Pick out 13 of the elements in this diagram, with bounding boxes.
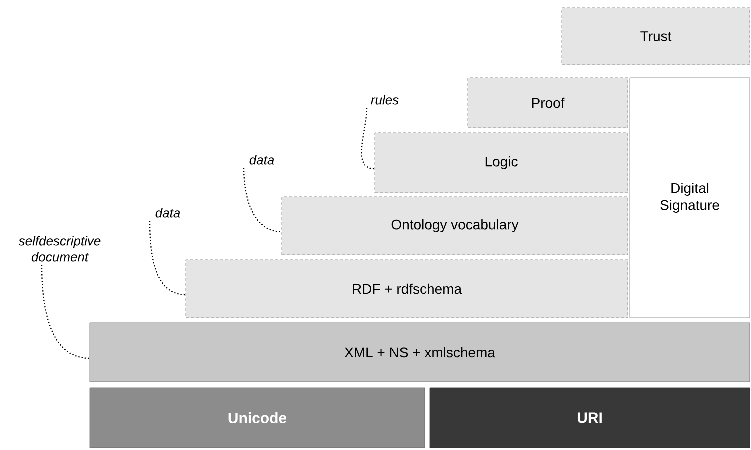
annotation-text: data [250, 155, 274, 165]
annotation-text: rules [371, 95, 399, 105]
layer-box: Unicode [90, 388, 426, 448]
annotation-text: selfdescriptive document [18, 236, 101, 262]
layer-box: URI [430, 388, 750, 448]
annotation-text: data [156, 208, 180, 218]
layer-box: Ontology vocabulary [282, 196, 628, 256]
layer-box: Proof [468, 78, 628, 128]
side-column-box: Digital Signature [630, 78, 750, 318]
layer-box: XML + NS + xmlschema [90, 322, 750, 382]
layer-box: RDF + rdfschema [186, 260, 628, 318]
layer-box: Trust [562, 8, 750, 66]
layer-box: Logic [374, 132, 628, 194]
